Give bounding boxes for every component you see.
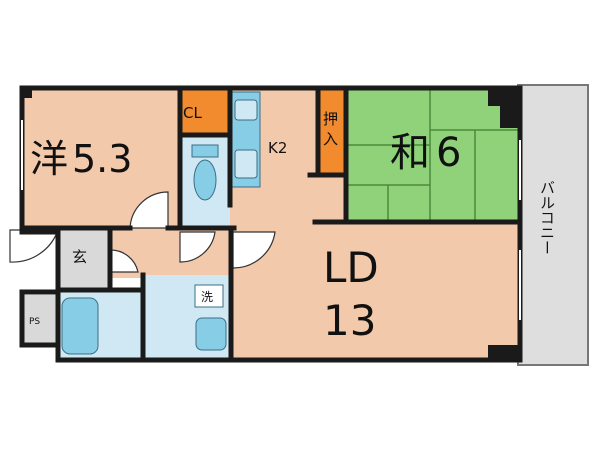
ld-floor [231, 220, 518, 362]
ps-area [24, 295, 58, 343]
japanese-room-size: 6 [436, 130, 461, 176]
closet-label: CL [183, 104, 202, 122]
balcony-area [517, 84, 589, 366]
kitchen-stove [234, 149, 258, 179]
ld-label: LD [323, 243, 379, 292]
balcony-label: バルコニー [538, 180, 556, 255]
western-room-name: 洋 [30, 137, 68, 181]
entrance-label: 玄 [72, 248, 87, 266]
entrance-floor [58, 228, 110, 288]
bathtub [61, 297, 99, 355]
washer-space [194, 284, 224, 308]
japanese-room-floor [346, 90, 518, 220]
windows [21, 120, 521, 320]
washbasin [195, 317, 227, 351]
ps-label: PS [29, 317, 40, 327]
closet-floor [180, 90, 230, 135]
walls [19, 85, 523, 363]
wall-columns [22, 88, 520, 362]
oshiire-floor [318, 90, 346, 175]
oshiire-label-1: 押 [323, 110, 338, 128]
door-swings [9, 191, 276, 273]
kitchen-label: K2 [268, 139, 287, 157]
ld-size: 13 [323, 296, 376, 345]
toilet-tank [191, 144, 219, 158]
washer-label: 洗 [201, 290, 213, 304]
toilet-bowl [193, 159, 217, 201]
oshiire-label-2: 入 [323, 130, 338, 148]
kitchen-sink [234, 99, 258, 121]
western-room-size: 5.3 [72, 137, 132, 181]
tatami-lines [346, 90, 518, 220]
japanese-room-name: 和 [390, 130, 430, 176]
